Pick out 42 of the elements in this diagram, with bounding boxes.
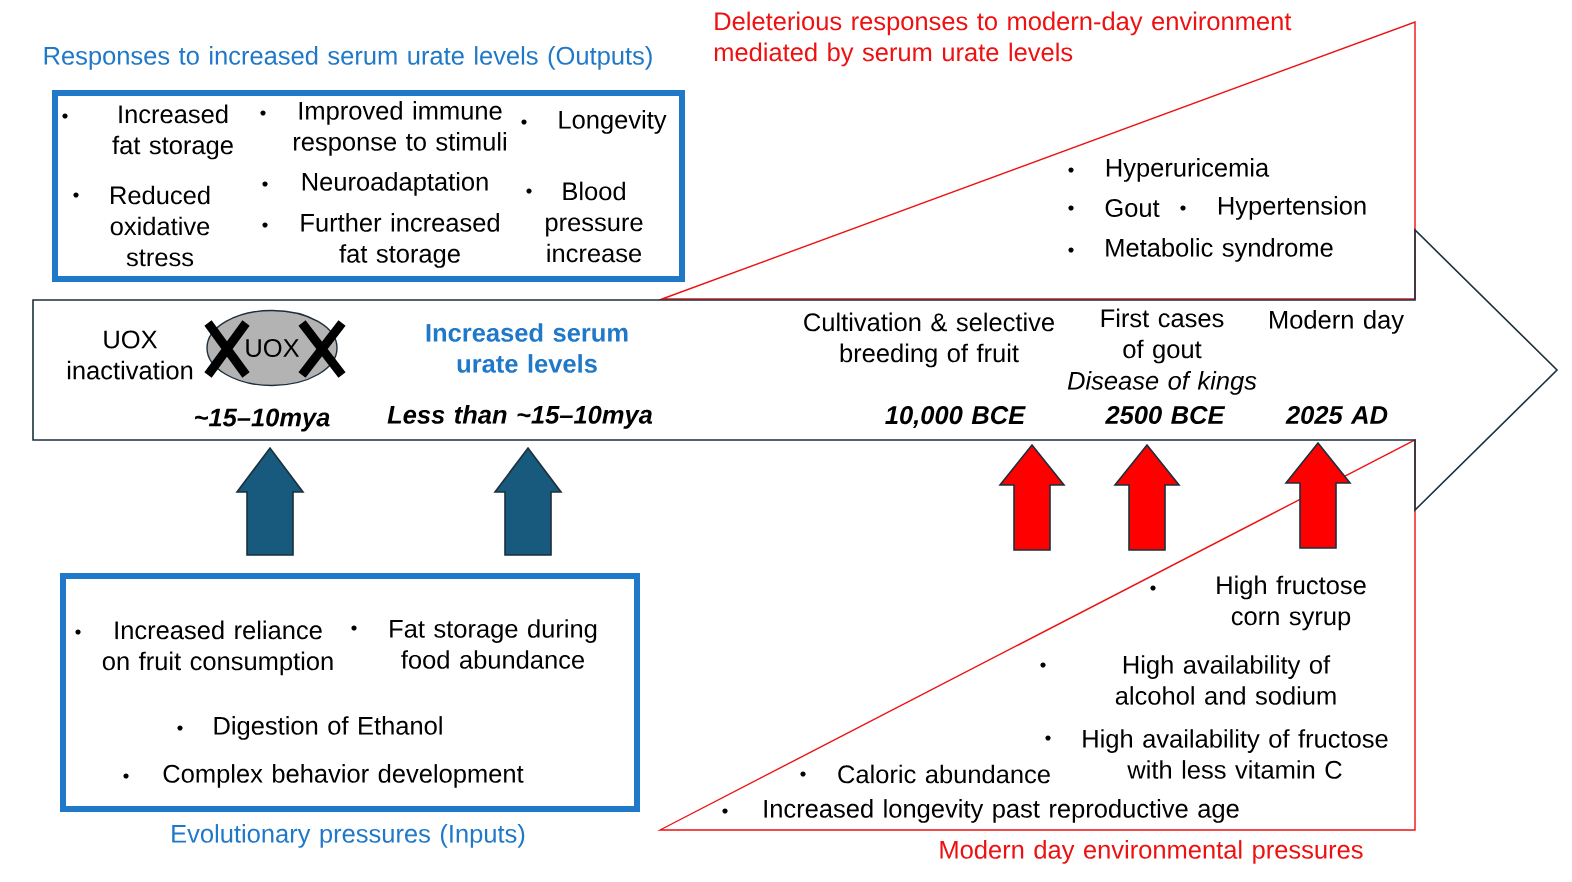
bullet-item: Hypertension: [1180, 196, 1366, 220]
bullet-item: Reduced oxidative stress: [73, 185, 210, 267]
event-label: UOX inactivation: [67, 330, 193, 380]
enzyme-label: UOX: [246, 338, 300, 357]
bullet-item: High availability of alcohol and sodium: [1040, 655, 1336, 705]
bullet-item: Increased fat storage: [62, 104, 233, 160]
block-arrow: [235, 446, 305, 556]
panel-heading: Deleterious responses to modern-day environment mediated by serum urate levels: [714, 11, 1292, 67]
event-label: First cases of gout: [1101, 308, 1224, 364]
date-label: 2025 AD: [1285, 405, 1388, 424]
bullet-item: Digestion of Ethanol: [177, 716, 442, 740]
panel-heading: Modern day environmental pressures: [940, 840, 1363, 864]
bullet-item: Blood pressure increase: [526, 181, 643, 263]
event-label: Cultivation & selective breeding of fruit: [804, 312, 1054, 368]
list-box: [60, 573, 640, 848]
bullet-item: Longevity: [521, 110, 667, 134]
bullet-item: Neuroadaptation: [262, 172, 488, 196]
bullet-item: Increased longevity past reproductive age: [722, 799, 1239, 823]
enzyme-ellipse: [203, 309, 347, 387]
block-arrow: [1284, 441, 1352, 549]
panel-heading: Responses to increased serum urate levels (Outputs): [44, 46, 652, 70]
date-label: 2500 BCE: [1105, 405, 1226, 424]
bullet-item: Hyperuricemia: [1068, 158, 1270, 182]
event-label: Increased serum urate levels: [426, 323, 628, 373]
event-label: Disease of kings: [1067, 371, 1257, 395]
bullet-item: Further increased fat storage: [262, 213, 499, 268]
bullet-item: High fructose corn syrup: [1150, 575, 1366, 631]
block-arrow: [1113, 443, 1181, 551]
date-label: Less than ~15–10mya: [387, 405, 653, 429]
bullet-item: Complex behavior development: [123, 764, 524, 788]
bullet-item: Fat storage during food abundance: [351, 619, 597, 669]
block-arrow: [998, 443, 1066, 551]
bullet-item: Gout: [1068, 198, 1160, 217]
date-label: 10,000 BCE: [885, 406, 1026, 428]
date-label: ~15–10mya: [195, 408, 330, 432]
panel-heading: Evolutionary pressures (Inputs): [172, 824, 525, 848]
block-arrow: [493, 446, 563, 556]
bullet-item: Improved immune response to stimuli: [260, 101, 506, 156]
bullet-item: Increased reliance on fruit consumption: [75, 620, 333, 676]
bullet-item: Metabolic syndrome: [1068, 238, 1333, 262]
event-label: Modern day: [1270, 310, 1404, 334]
list-box: [44, 46, 685, 282]
